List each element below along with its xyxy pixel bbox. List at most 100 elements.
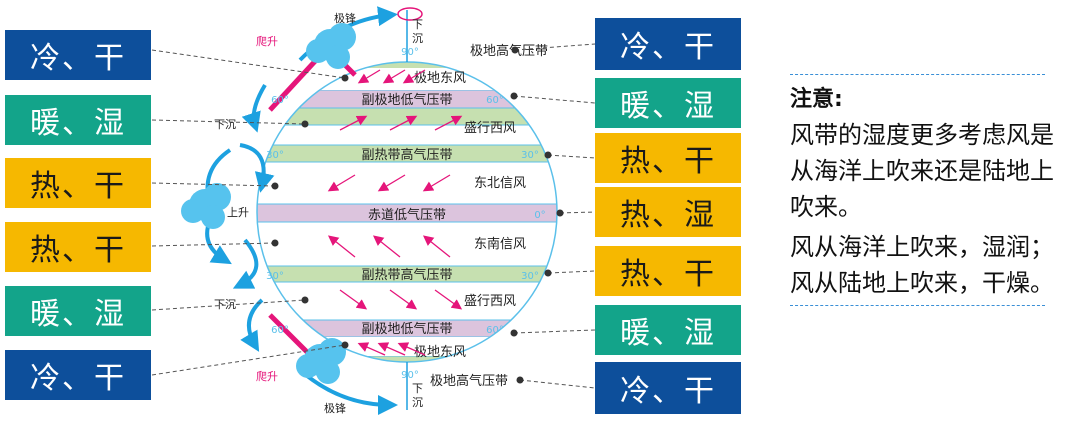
climate-label-right: 暖、湿	[595, 305, 741, 355]
climate-label-left: 热、干	[5, 222, 151, 272]
wind-arrow	[357, 342, 386, 356]
latitude-label: 30°	[266, 271, 284, 282]
wind-arrow	[422, 235, 451, 258]
cloud-icon	[203, 183, 231, 211]
climate-label-left: 暖、湿	[5, 95, 151, 145]
rotation-arrow	[397, 7, 423, 21]
polar-front-label: 极锋	[324, 401, 346, 415]
climate-label-right: 热、湿	[595, 187, 741, 237]
leader-dot	[510, 92, 518, 100]
climate-label-right: 冷、干	[595, 362, 741, 414]
band-label: 副极地低气压带	[361, 321, 452, 337]
leader-dot	[544, 151, 552, 159]
circulation-arrow	[241, 83, 267, 133]
climate-label-right: 冷、干	[595, 18, 741, 70]
latitude-label: 60°	[486, 325, 504, 336]
wind-arrow	[434, 289, 463, 310]
pressure-band	[257, 265, 557, 283]
band-label: 副热带高气压带	[361, 267, 452, 283]
circulation-arrow	[232, 238, 259, 289]
latitude-label: 60°	[271, 325, 289, 336]
sink-vertical-label: 沉	[412, 32, 423, 45]
leader-line	[547, 270, 596, 274]
band-label: 赤道低气压带	[368, 207, 446, 223]
leader-dot	[301, 296, 309, 304]
sink-vertical-label: 下	[412, 18, 423, 31]
climate-label-left: 冷、干	[5, 30, 151, 80]
wind-arrow	[357, 69, 381, 84]
leader-dot	[341, 341, 349, 349]
wind-arrow	[327, 235, 356, 258]
wind-arrow	[422, 174, 451, 192]
climb-label: 爬升	[256, 35, 278, 48]
band-label: 东南信风	[474, 236, 526, 252]
note-paragraph-1: 风带的湿度更多考虑风是从海洋上吹来还是陆地上吹来。	[790, 121, 1054, 221]
circulation-arrow	[240, 298, 264, 352]
leader-line	[519, 379, 596, 389]
wind-arrow	[339, 115, 368, 131]
leader-line	[547, 154, 596, 159]
cloud-icon	[328, 23, 356, 51]
cloud-icon	[306, 39, 330, 63]
cloud-icon	[318, 338, 346, 366]
wind-arrow	[389, 289, 418, 310]
cloud-icon	[316, 360, 340, 384]
sink-label: 下沉	[214, 118, 236, 131]
pressure-band	[257, 203, 557, 223]
wind-arrow	[389, 115, 418, 131]
circulation-arrow	[239, 143, 275, 193]
latitude-label: 90°	[401, 370, 419, 381]
wind-arrow	[382, 69, 406, 84]
note-paragraph-2: 风从海洋上吹来，湿润；风从陆地上吹来，干燥。	[790, 233, 1054, 297]
polar-front-label: 极锋	[334, 11, 356, 25]
leader-line	[513, 329, 596, 334]
divider	[790, 74, 1045, 75]
leader-dot	[301, 120, 309, 128]
climb-label: 爬升	[256, 370, 278, 383]
band-label: 极地东风	[414, 71, 466, 86]
leader-dot	[271, 239, 279, 247]
divider	[790, 305, 1045, 306]
note-title: 注意:	[790, 87, 843, 112]
latitude-label: 30°	[266, 150, 284, 161]
wind-arrow	[372, 235, 401, 258]
leader-line	[151, 242, 276, 247]
leader-line	[151, 49, 346, 79]
band-label: 盛行西风	[464, 294, 516, 309]
band-label: 副热带高气压带	[361, 147, 452, 163]
wind-arrow	[327, 174, 356, 192]
wind-arrow	[402, 69, 426, 84]
band-label: 极地东风	[414, 345, 466, 360]
rise-label: 上升	[227, 206, 249, 219]
sink-vertical-label: 沉	[412, 396, 423, 409]
wind-arrow	[434, 115, 463, 131]
sink-label: 下沉	[214, 298, 236, 311]
leader-dot	[271, 182, 279, 190]
latitude-label: 30°	[521, 150, 539, 161]
latitude-label: 60°	[486, 95, 504, 106]
leader-dot	[341, 74, 349, 82]
band-label: 极地高气压带	[430, 373, 508, 389]
leader-dot	[511, 46, 519, 54]
band-label: 盛行西风	[464, 121, 516, 136]
latitude-label: 30°	[521, 271, 539, 282]
climate-label-right: 热、干	[595, 246, 741, 296]
leader-dot	[556, 209, 564, 217]
climate-label-left: 热、干	[5, 158, 151, 208]
wind-arrow	[377, 174, 406, 192]
cloud-icon	[201, 205, 225, 229]
leader-line	[513, 95, 596, 104]
climate-label-right: 热、干	[595, 133, 741, 183]
leader-dot	[516, 376, 524, 384]
band-label: 东北信风	[474, 176, 526, 191]
leader-line	[151, 344, 346, 376]
leader-line	[514, 43, 596, 51]
cloud-icon	[296, 354, 320, 378]
latitude-label: 0°	[534, 210, 545, 221]
leader-line	[151, 299, 306, 311]
leader-dot	[510, 329, 518, 337]
band-label: 副极地低气压带	[361, 92, 452, 108]
climate-label-left: 冷、干	[5, 350, 151, 400]
latitude-label: 90°	[401, 47, 419, 58]
